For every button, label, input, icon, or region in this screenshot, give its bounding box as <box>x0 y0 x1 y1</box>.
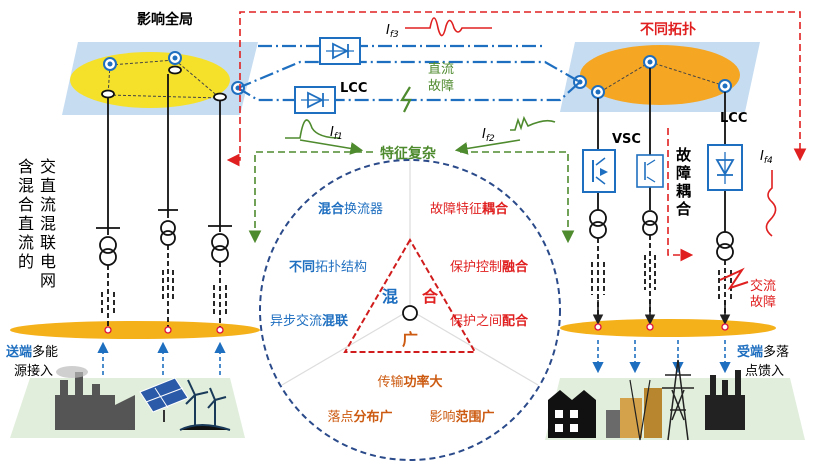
circle-right-item: 保护控制融合 <box>450 259 529 275</box>
if1-label: If1 <box>330 125 343 142</box>
if3-label: If3 <box>386 23 399 40</box>
send-end-label-1: 送端多能 <box>5 344 58 360</box>
vertical-title-col2-char: 直 <box>18 214 34 233</box>
fault-coupling-char: 耦 <box>676 182 691 200</box>
fault-coupling-dashed <box>667 128 694 262</box>
vertical-title-col1-char: 流 <box>40 195 56 214</box>
lcc-converter-right <box>707 144 743 191</box>
vertical-title-col1-char: 混 <box>40 214 56 233</box>
dc-fault-label-2: 故障 <box>428 79 454 94</box>
left-ac-grid-ellipse <box>70 52 230 108</box>
vertical-title-col2-char: 含 <box>18 157 34 176</box>
green-dashed-right <box>460 151 575 244</box>
lcc-label-left: LCC <box>340 81 367 96</box>
center-node <box>402 305 418 321</box>
circle-bottom-item: 影响范围广 <box>429 409 494 425</box>
right-feed-arrows <box>592 340 731 374</box>
dc-fault-lightning-icon <box>400 86 412 113</box>
vsc-converter-1 <box>582 149 616 193</box>
right-branches <box>589 68 734 322</box>
transmission-tower-icon <box>629 359 694 441</box>
right-ac-grid-ellipse <box>580 45 740 105</box>
factory-icon <box>55 366 135 430</box>
tri-he: 合 <box>422 287 439 306</box>
circle-right-item: 故障特征耦合 <box>430 201 509 217</box>
circle-left-item: 异步交流混联 <box>270 313 348 329</box>
vertical-title-col1-char: 电 <box>40 252 56 271</box>
solar-panel-icon <box>139 377 189 422</box>
vsc-converter-2 <box>636 154 664 188</box>
left-supply-arrows <box>97 341 226 375</box>
send-end-label-2: 源接入 <box>14 363 53 379</box>
ac-fault-label-1: 交流 <box>750 278 776 294</box>
left-branches <box>96 74 232 330</box>
vertical-title-col1-char: 交 <box>40 157 56 176</box>
green-dashed-left <box>248 151 373 244</box>
vertical-title-col2-char: 流 <box>18 233 34 252</box>
circle-bottom-item: 传输功率大 <box>377 374 442 390</box>
recv-end-label-2: 点馈入 <box>745 364 784 379</box>
different-topology-label: 不同拓扑 <box>640 21 696 38</box>
power-plant-icon <box>705 370 745 430</box>
city-buildings-icon <box>606 388 662 438</box>
ac-fault-lightning-icon <box>719 267 749 290</box>
feature-complex-label: 特征复杂 <box>380 145 436 162</box>
wind-turbine-icon <box>179 379 231 431</box>
circle-left-item: 不同拓扑结构 <box>289 260 367 275</box>
global-impact-dashed-path <box>239 11 807 162</box>
if2-label: If2 <box>482 127 495 144</box>
circle-bottom-item: 落点分布广 <box>327 409 392 425</box>
vertical-title-col1-char: 网 <box>40 271 56 290</box>
lcc-label-right: LCC <box>720 111 747 126</box>
right-bottom-bus <box>560 319 776 337</box>
if4-label: If4 <box>760 149 773 166</box>
if1-waveform <box>285 119 341 139</box>
fault-coupling-char: 合 <box>675 200 692 218</box>
circle-right-item: 保护之间配合 <box>450 313 529 329</box>
if2-waveform <box>510 115 556 131</box>
if4-waveform <box>765 170 777 237</box>
tri-hun: 混 <box>382 287 398 306</box>
global-impact-label: 影响全局 <box>137 11 193 28</box>
fault-coupling-char: 障 <box>676 164 691 182</box>
dc-fault-label-1: 直流 <box>428 62 454 77</box>
recv-end-label-1: 受端多落 <box>737 344 789 360</box>
fault-coupling-char: 故 <box>676 146 692 164</box>
ac-fault-label-2: 故障 <box>750 295 776 310</box>
vertical-title-col2-char: 混 <box>18 176 34 195</box>
tri-guang: 广 <box>402 330 418 349</box>
vertical-title-col2-char: 合 <box>18 195 34 214</box>
right-node-symbols <box>573 55 732 99</box>
vertical-title-col2-char: 的 <box>18 252 34 271</box>
factory-icon-right <box>548 390 596 438</box>
center-circle <box>259 159 561 461</box>
vsc-label: VSC <box>612 132 641 147</box>
circle-left-item: 混合换流器 <box>318 201 383 217</box>
vertical-title-col1-char: 直 <box>40 176 56 195</box>
vertical-title-col1-char: 联 <box>40 233 56 252</box>
center-triangle <box>343 238 477 353</box>
dc-lines <box>237 44 581 102</box>
lcc-converter-top <box>319 37 361 65</box>
left-bottom-bus <box>10 321 260 339</box>
if3-waveform <box>405 17 492 37</box>
lcc-converter-bottom <box>294 86 336 114</box>
